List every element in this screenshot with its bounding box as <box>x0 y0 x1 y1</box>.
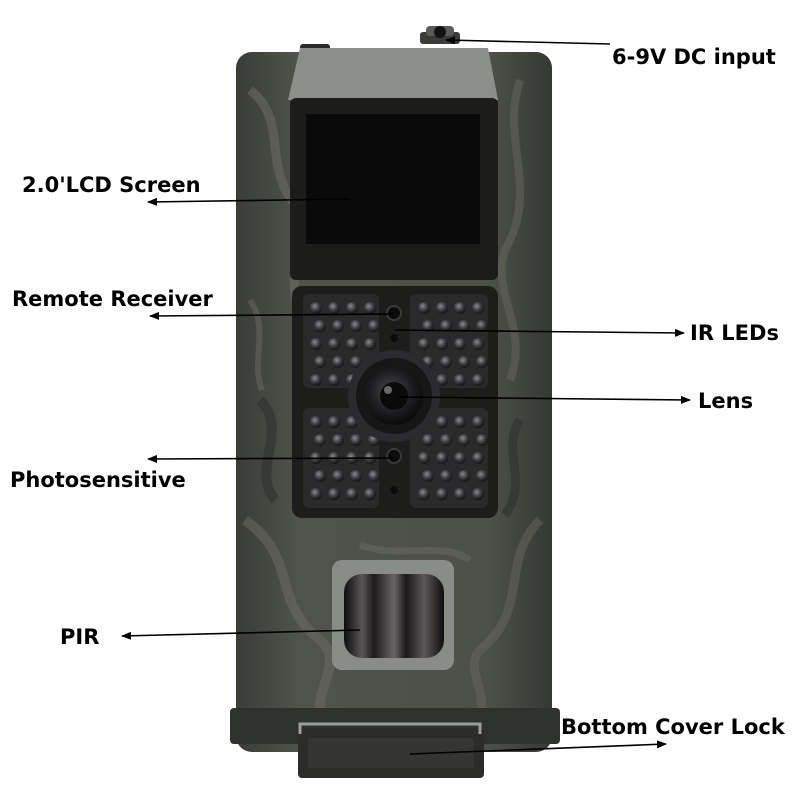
ir-led-array <box>310 302 488 500</box>
ir-led <box>350 320 362 332</box>
ir-led <box>310 374 322 386</box>
ir-led <box>350 434 362 446</box>
ir-led <box>346 338 358 350</box>
ir-led <box>346 302 358 314</box>
ir-led <box>368 320 380 332</box>
status-led-lower <box>390 486 398 494</box>
arrow-photosensitive <box>147 454 395 463</box>
ir-led <box>314 320 326 332</box>
arrow-lens <box>397 395 691 404</box>
arrow-bottom-cover-lock <box>409 740 667 755</box>
ir-led <box>422 470 434 482</box>
ir-led <box>310 338 322 350</box>
label-remote-receiver: Remote Receiver <box>12 287 214 311</box>
arrow-dc-input <box>445 36 611 45</box>
ir-led <box>332 470 344 482</box>
ir-led <box>328 488 340 500</box>
ir-led <box>332 434 344 446</box>
ir-led <box>472 488 484 500</box>
ir-led <box>472 374 484 386</box>
ir-led <box>436 452 448 464</box>
label-pir: PIR <box>60 625 99 649</box>
ir-led <box>418 452 430 464</box>
ir-led <box>364 488 376 500</box>
ir-led <box>454 452 466 464</box>
ir-led <box>472 452 484 464</box>
ir-led <box>436 374 448 386</box>
ir-led <box>436 302 448 314</box>
arrow-remote-receiver <box>149 311 395 320</box>
ir-led <box>454 338 466 350</box>
ir-led <box>364 338 376 350</box>
ir-led <box>422 320 434 332</box>
ir-led <box>458 470 470 482</box>
ir-led <box>314 434 326 446</box>
lcd-screen <box>290 98 498 280</box>
ir-led <box>476 434 488 446</box>
pir-sensor <box>332 560 454 670</box>
ir-led <box>332 320 344 332</box>
ir-led <box>440 320 452 332</box>
ir-led <box>310 302 322 314</box>
ir-led <box>458 320 470 332</box>
ir-led <box>314 470 326 482</box>
ir-led <box>436 488 448 500</box>
arrow-lcd-screen <box>147 197 351 206</box>
ir-led <box>418 488 430 500</box>
ir-led <box>476 320 488 332</box>
callout-arrows <box>121 36 691 755</box>
ir-led <box>314 356 326 368</box>
camera-lens <box>348 350 440 442</box>
label-ir-leds: IR LEDs <box>690 321 779 345</box>
ir-led <box>328 374 340 386</box>
ir-led <box>472 338 484 350</box>
ir-led <box>454 374 466 386</box>
ir-led <box>454 302 466 314</box>
ir-led <box>458 356 470 368</box>
ir-led <box>436 338 448 350</box>
ir-led <box>440 470 452 482</box>
label-lcd-screen: 2.0'LCD Screen <box>22 173 201 197</box>
ir-led <box>328 302 340 314</box>
ir-led <box>310 416 322 428</box>
ir-led <box>472 416 484 428</box>
ir-led <box>476 356 488 368</box>
ir-led <box>454 416 466 428</box>
ir-led <box>418 338 430 350</box>
arrow-ir-leds <box>394 328 685 337</box>
ir-led <box>310 488 322 500</box>
ir-led <box>454 488 466 500</box>
ir-led <box>422 434 434 446</box>
ir-led <box>476 470 488 482</box>
remote-receiver-sensor <box>386 305 402 321</box>
ir-led <box>368 470 380 482</box>
ir-led <box>328 416 340 428</box>
arrow-pir <box>121 629 361 640</box>
ir-led <box>472 302 484 314</box>
photosensitive-sensor <box>386 448 402 464</box>
bottom-cover-lock <box>230 708 560 778</box>
ir-led <box>350 470 362 482</box>
ir-led <box>350 356 362 368</box>
ir-led <box>328 338 340 350</box>
status-led <box>390 334 398 342</box>
label-dc-input: 6-9V DC input <box>612 45 776 69</box>
ir-led <box>346 488 358 500</box>
dc-input-port <box>420 26 460 44</box>
ir-led <box>436 416 448 428</box>
label-lens: Lens <box>698 389 753 413</box>
ir-led <box>440 356 452 368</box>
screen-hood <box>288 48 498 100</box>
ir-led <box>418 302 430 314</box>
label-bottom-cover-lock: Bottom Cover Lock <box>561 715 786 739</box>
ir-led <box>332 356 344 368</box>
ir-led <box>364 302 376 314</box>
label-photosensitive: Photosensitive <box>10 468 186 492</box>
ir-led <box>458 434 470 446</box>
ir-led <box>440 434 452 446</box>
